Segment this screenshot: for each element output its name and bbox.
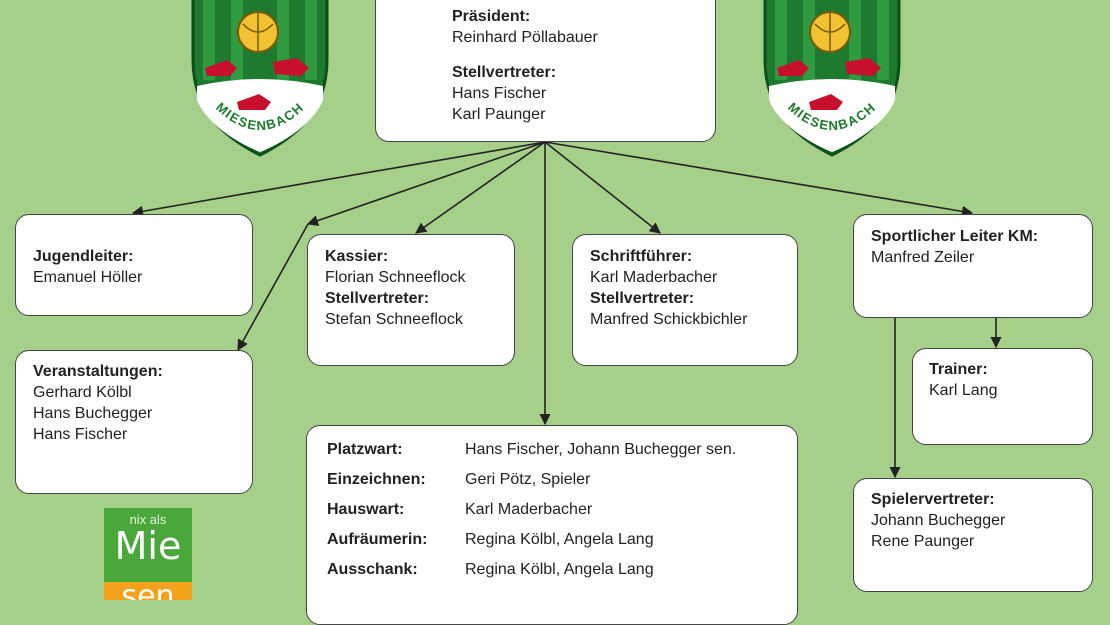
sports-leader-role: Sportlicher Leiter KM: bbox=[871, 228, 1039, 245]
coach-role: Trainer: bbox=[929, 361, 988, 378]
treasurer-name: Florian Schneeflock bbox=[325, 269, 466, 286]
arrow-to-middle-link bbox=[306, 141, 546, 226]
table-row: Platzwart: Hans Fischer, Johann Buchegge… bbox=[327, 434, 736, 464]
arrow-to-secretary bbox=[544, 141, 661, 234]
arrow-to-events bbox=[237, 223, 309, 351]
arrow-to-sports bbox=[544, 141, 974, 217]
duty-role: Ausschank: bbox=[327, 560, 418, 578]
boot-icon bbox=[205, 60, 237, 76]
treasurer-box: Kassier: Florian Schneeflock Stellvertre… bbox=[307, 234, 515, 366]
nix-als-miesen-logo: nix als Mie sen bbox=[104, 508, 192, 600]
table-row: Aufräumerin: Regina Kölbl, Angela Lang bbox=[327, 524, 736, 554]
duty-role: Aufräumerin: bbox=[327, 530, 428, 548]
deputy-name: Hans Fischer bbox=[452, 85, 547, 102]
events-box: Veranstaltungen: Gerhard Kölbl Hans Buch… bbox=[15, 350, 253, 494]
youth-leader-name: Emanuel Höller bbox=[33, 269, 143, 286]
duty-names: Regina Kölbl, Angela Lang bbox=[465, 530, 654, 548]
player-representative-role: Spielervertreter: bbox=[871, 491, 995, 508]
logo-line-2: Mie bbox=[114, 524, 182, 568]
logo-line-1: nix als bbox=[129, 512, 167, 527]
table-row: Ausschank: Regina Kölbl, Angela Lang bbox=[327, 554, 736, 584]
arrow-to-youth bbox=[131, 141, 546, 217]
events-role: Veranstaltungen: bbox=[33, 363, 163, 380]
secretary-role: Schriftführer: bbox=[590, 248, 693, 265]
player-representative-box: Spielervertreter: Johann Buchegger Rene … bbox=[853, 478, 1093, 592]
club-crest-left: MIESENBACH bbox=[191, 0, 329, 157]
treasurer-role: Kassier: bbox=[325, 248, 389, 265]
sports-leader-box: Sportlicher Leiter KM: Manfred Zeiler bbox=[853, 214, 1093, 318]
president-role-label: Präsident: bbox=[452, 8, 531, 25]
player-representative-name: Johann Buchegger bbox=[871, 512, 1006, 529]
duty-names: Geri Pötz, Spieler bbox=[465, 470, 591, 488]
club-crest-right: MIESENBACH bbox=[763, 0, 901, 157]
deputy-name: Karl Paunger bbox=[452, 106, 546, 123]
connector-arrows bbox=[131, 141, 1002, 479]
duty-names: Karl Maderbacher bbox=[465, 500, 593, 518]
treasurer-deputy-role: Stellvertreter: bbox=[325, 290, 430, 307]
events-member: Hans Fischer bbox=[33, 426, 128, 443]
duty-names: Regina Kölbl, Angela Lang bbox=[465, 560, 654, 578]
events-member: Gerhard Kölbl bbox=[33, 384, 132, 401]
player-representative-name: Rene Paunger bbox=[871, 533, 975, 550]
duties-table: Platzwart: Hans Fischer, Johann Buchegge… bbox=[327, 434, 736, 584]
youth-leader-box: Jugendleiter: Emanuel Höller bbox=[15, 214, 253, 316]
deputy-role-label: Stellvertreter: bbox=[452, 64, 557, 81]
table-row: Hauswart: Karl Maderbacher bbox=[327, 494, 736, 524]
youth-leader-role: Jugendleiter: bbox=[33, 248, 134, 265]
secretary-deputy-role: Stellvertreter: bbox=[590, 290, 695, 307]
boot-icon bbox=[777, 60, 809, 76]
duty-role: Platzwart: bbox=[327, 440, 403, 458]
sports-leader-name: Manfred Zeiler bbox=[871, 249, 975, 266]
duties-box: Platzwart: Hans Fischer, Johann Buchegge… bbox=[306, 425, 798, 625]
duty-role: Einzeichnen: bbox=[327, 470, 426, 488]
arrow-to-treasurer bbox=[415, 141, 546, 234]
secretary-box: Schriftführer: Karl Maderbacher Stellver… bbox=[572, 234, 798, 366]
duty-names: Hans Fischer, Johann Buchegger sen. bbox=[465, 440, 737, 458]
secretary-deputy-name: Manfred Schickbichler bbox=[590, 311, 748, 328]
duty-role: Hauswart: bbox=[327, 500, 405, 518]
logo-line-3: sen bbox=[104, 582, 192, 600]
events-member: Hans Buchegger bbox=[33, 405, 153, 422]
coach-box: Trainer: Karl Lang bbox=[912, 348, 1093, 445]
table-row: Einzeichnen: Geri Pötz, Spieler bbox=[327, 464, 736, 494]
coach-name: Karl Lang bbox=[929, 382, 998, 399]
secretary-name: Karl Maderbacher bbox=[590, 269, 718, 286]
treasurer-deputy-name: Stefan Schneeflock bbox=[325, 311, 463, 328]
president-box: Präsident: Reinhard Pöllabauer Stellvert… bbox=[375, 0, 716, 142]
president-name: Reinhard Pöllabauer bbox=[452, 29, 598, 46]
